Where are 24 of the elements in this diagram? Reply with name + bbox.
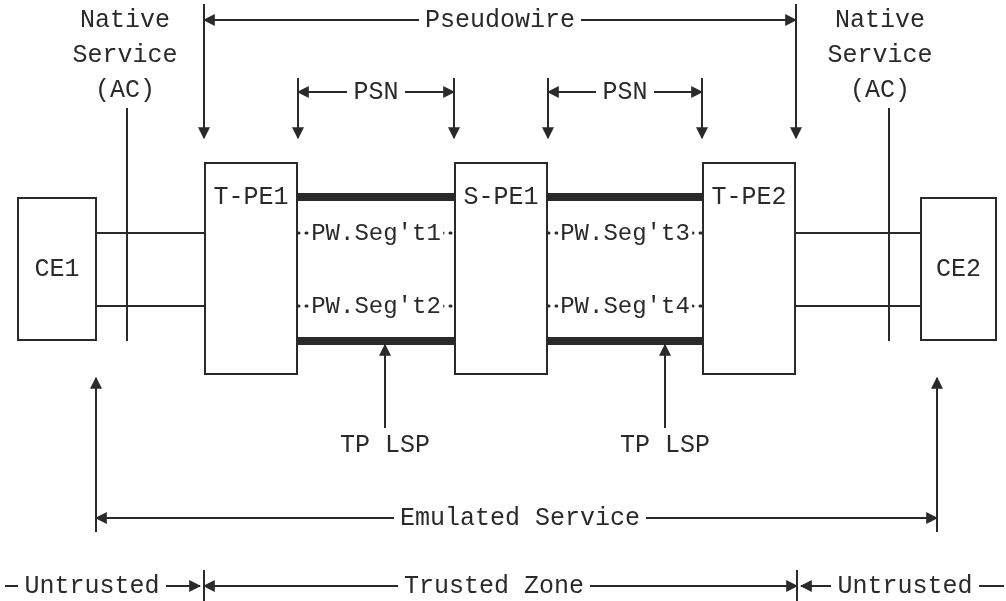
node-box xyxy=(920,197,997,341)
node-label: TP LSP xyxy=(340,429,430,462)
node-label: T-PE2 xyxy=(711,182,787,214)
leader-arrow xyxy=(659,343,671,429)
node-label: S-PE1 xyxy=(463,182,539,214)
leader-arrow xyxy=(379,343,391,429)
node-box xyxy=(17,197,97,341)
connector-line xyxy=(795,232,921,234)
connector-line xyxy=(96,305,205,307)
node-label: CE1 xyxy=(34,253,80,286)
node-label: T-PE1 xyxy=(213,182,289,214)
dimension-label: Native Service (AC) xyxy=(826,5,934,107)
node-box xyxy=(454,162,548,375)
node-label: TP LSP xyxy=(620,429,710,462)
thick-line xyxy=(548,337,702,345)
node-label: CE2 xyxy=(936,253,981,286)
dimension-label: Native Service (AC) xyxy=(71,5,179,107)
node-box xyxy=(702,162,796,375)
thick-line xyxy=(298,193,454,201)
connector-line xyxy=(96,232,205,234)
node-box xyxy=(204,162,298,375)
thick-line xyxy=(298,337,454,345)
thick-line xyxy=(548,193,702,201)
connector-line xyxy=(795,305,921,307)
